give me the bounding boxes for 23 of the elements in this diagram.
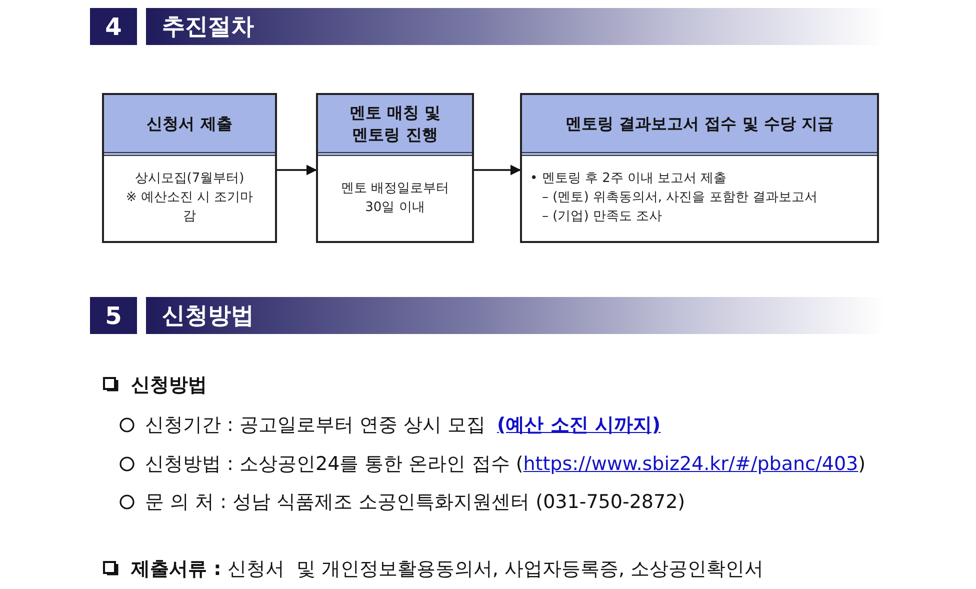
card-text: – (멘토) 위촉동의서, 사진을 포함한 결과보고서 (541, 189, 818, 208)
link: https://www.sbiz24.kr/#/pbanc/403 (523, 453, 858, 475)
process-card (316, 93, 474, 243)
list-item: 문 의 처 : 성남 식품제조 소공인특화지원센터 (031-750-2872) (145, 490, 686, 515)
process-card (102, 93, 277, 243)
section-number: 4 (90, 8, 137, 45)
arrow (474, 164, 522, 176)
card-header: 멘토 매칭 및 멘토링 진행 (318, 95, 472, 156)
list-item: 신청방법 : 소상공인24를 통한 온라인 접수 (https://www.sbiz24.kr/#/pbanc/403) (145, 452, 866, 477)
heading: 신청방법 (131, 373, 207, 398)
arrow (277, 164, 318, 176)
list-item: 신청기간 : 공고일로부터 연중 상시 모집 (145, 413, 486, 438)
list-item: 제출서류 : 신청서 및 개인정보활용동의서, 사업자등록증, 소상공인확인서 (131, 557, 764, 582)
card-text: – (기업) 만족도 조사 (541, 208, 662, 226)
card-text: ※ 예산소진 시 조기마감 (124, 189, 254, 226)
card-text: 멘토 배정일로부터 30일 이내 (340, 180, 450, 216)
section-number: 5 (90, 297, 137, 334)
card-text: 상시모집(7월부터) (134, 170, 244, 188)
emphasis-text: (예산 소진 시까지) (497, 413, 661, 438)
card-text: • 멘토링 후 2주 이내 보고서 제출 (530, 170, 727, 188)
card-header: 신청서 제출 (104, 95, 275, 156)
card-header: 멘토링 결과보고서 접수 및 수당 지급 (522, 95, 877, 156)
process-card (520, 93, 879, 243)
